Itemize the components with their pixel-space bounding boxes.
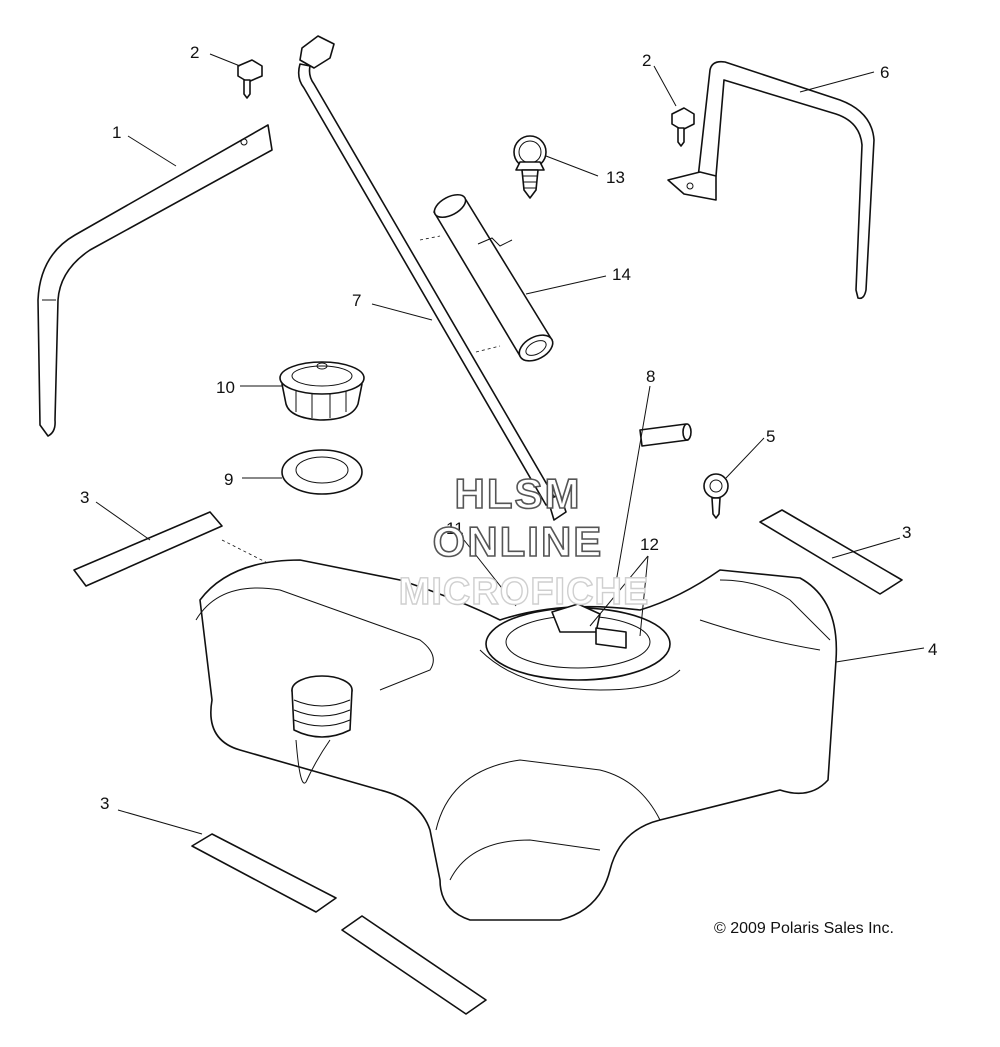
callout-5: 5	[766, 427, 775, 446]
copyright-text: © 2009 Polaris Sales Inc.	[714, 920, 894, 937]
fuel-cap	[279, 361, 365, 421]
watermark: HLSM ONLINE MICROFICHE	[398, 469, 650, 614]
bolt-right	[671, 107, 695, 147]
fuel-tank	[195, 559, 838, 921]
callout-numbers: 1 2 2 3 3 3 4 5 6 7 8 9 10 11 12 13 14	[80, 43, 937, 813]
right-tank-strap	[667, 60, 875, 300]
callout-7: 7	[352, 291, 361, 310]
bolt-left	[237, 59, 263, 99]
callout-12: 12	[640, 535, 659, 554]
callout-13: 13	[606, 168, 625, 187]
callout-6: 6	[880, 63, 889, 82]
callout-9: 9	[224, 470, 233, 489]
hose-clip	[513, 135, 547, 199]
pad-upper-right	[759, 509, 903, 595]
callout-2-left: 2	[190, 43, 199, 62]
grommet	[703, 473, 729, 519]
watermark-line-3: MICROFICHE	[399, 571, 650, 613]
callout-3-upper-left: 3	[80, 488, 89, 507]
pad-lower-2	[341, 915, 487, 1015]
leader-lines	[95, 53, 925, 835]
callout-3-upper-right: 3	[902, 523, 911, 542]
callout-8: 8	[646, 367, 655, 386]
watermark-line-2: ONLINE	[433, 518, 604, 565]
cap-gasket	[281, 449, 363, 495]
sender-pin	[639, 423, 692, 447]
callout-10: 10	[216, 378, 235, 397]
pad-lower-1	[191, 833, 337, 913]
callout-11: 11	[446, 519, 464, 538]
callout-14: 14	[612, 265, 631, 284]
pad-upper-left	[73, 511, 223, 587]
callout-1: 1	[112, 123, 121, 142]
callout-2-right: 2	[642, 51, 651, 70]
fuel-line	[297, 35, 567, 521]
callout-3-lower: 3	[100, 794, 109, 813]
callout-4: 4	[928, 640, 937, 659]
hose-sleeve	[419, 193, 554, 362]
left-tank-strap	[37, 124, 273, 437]
watermark-line-1: HLSM	[455, 470, 582, 517]
